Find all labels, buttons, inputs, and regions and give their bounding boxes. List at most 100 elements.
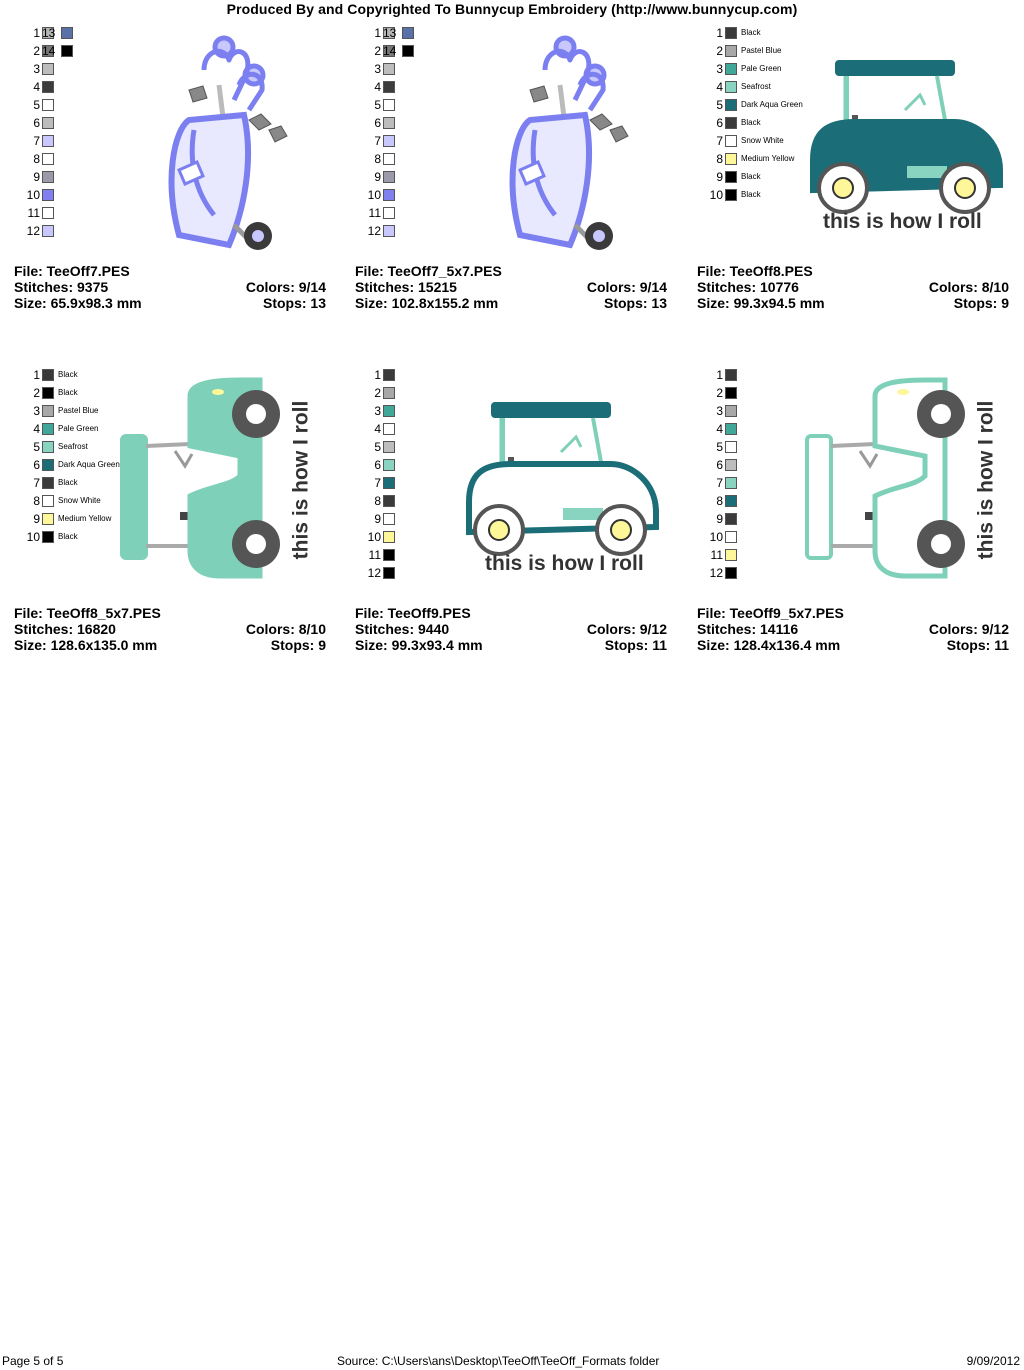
color-swatch (725, 99, 737, 111)
palette-number: 7 (716, 134, 723, 148)
color-swatch (383, 459, 395, 471)
palette-number: 1 (374, 26, 381, 40)
palette-number: 8 (33, 152, 40, 166)
palette-row: 4 (355, 422, 475, 436)
color-swatch (383, 225, 395, 237)
palette-row: 12 (14, 224, 134, 238)
palette-number: 7 (374, 134, 381, 148)
color-count: Colors: 9/12 (586, 621, 667, 637)
color-swatch (42, 153, 54, 165)
palette-row: 12 (355, 566, 475, 580)
palette-number: 8 (374, 152, 381, 166)
thread-name: Pale Green (741, 64, 782, 73)
palette-number: 9 (33, 512, 40, 526)
file-name: File: TeeOff8_5x7.PES (14, 605, 161, 621)
palette-number: 2 (716, 44, 723, 58)
palette-row: 7 (697, 476, 817, 490)
palette-number: 4 (33, 80, 40, 94)
palette-row: 10 (697, 530, 817, 544)
color-swatch (383, 477, 395, 489)
color-swatch (725, 387, 737, 399)
palette-number: 3 (716, 62, 723, 76)
palette-row: 4 (697, 422, 817, 436)
color-swatch (383, 495, 395, 507)
golf-bag-art (168, 35, 288, 250)
palette-number: 9 (33, 170, 40, 184)
design-card: 1 2 3 4 5 6 7 8 (697, 368, 1024, 698)
color-swatch (42, 405, 54, 417)
color-swatch (725, 153, 737, 165)
color-swatch (42, 459, 54, 471)
palette-row: 2 (14, 44, 134, 58)
color-swatch (725, 171, 737, 183)
color-swatch (42, 45, 54, 57)
palette-row: 10 Black (14, 530, 134, 544)
thread-name: Medium Yellow (741, 154, 795, 163)
color-swatch (383, 117, 395, 129)
golf-bag-art (509, 35, 629, 250)
golf-cart-rotated-art (120, 377, 280, 579)
palette-row: 2 Pastel Blue (697, 44, 817, 58)
palette-row: 1 (355, 368, 475, 382)
golf-cart-art (810, 60, 1003, 214)
palette-number: 2 (33, 386, 40, 400)
palette-row: 9 (355, 512, 475, 526)
palette-row: 8 (697, 494, 817, 508)
palette-row: 7 (14, 134, 134, 148)
stop-count: Stops: 11 (604, 637, 667, 653)
color-swatch (42, 135, 54, 147)
color-swatch (725, 63, 737, 75)
color-swatch (725, 45, 737, 57)
color-swatch (383, 207, 395, 219)
palette-row: 9 (697, 512, 817, 526)
palette-number: 1 (374, 368, 381, 382)
thread-name: Medium Yellow (58, 514, 112, 523)
palette-number: 7 (374, 476, 381, 490)
palette-row: 10 (14, 188, 134, 202)
palette-number: 7 (716, 476, 723, 490)
palette-number: 6 (374, 458, 381, 472)
palette-row: 3 (355, 62, 475, 76)
stop-count: Stops: 13 (262, 295, 326, 311)
palette-number: 6 (33, 458, 40, 472)
color-swatch (42, 495, 54, 507)
color-swatch (725, 441, 737, 453)
palette-row: 11 (14, 206, 134, 220)
thread-name: Black (58, 532, 78, 541)
palette-number: 10 (26, 530, 40, 544)
color-swatch (383, 405, 395, 417)
stop-count: Stops: 9 (270, 637, 326, 653)
stop-count: Stops: 9 (953, 295, 1009, 311)
palette-number: 5 (374, 440, 381, 454)
color-count: Colors: 9/14 (245, 279, 326, 295)
palette-row: 9 Medium Yellow (14, 512, 134, 526)
palette-number: 7 (33, 134, 40, 148)
palette-number: 10 (367, 188, 381, 202)
stitch-count: Stitches: 10776 (697, 279, 799, 295)
palette-row: 4 (14, 80, 134, 94)
palette-number: 6 (374, 116, 381, 130)
palette-row: 1 (14, 26, 134, 40)
color-swatch (725, 81, 737, 93)
palette-number: 4 (716, 422, 723, 436)
color-swatch (61, 45, 73, 57)
palette-number: 7 (33, 476, 40, 490)
color-swatch (383, 171, 395, 183)
color-swatch (42, 171, 54, 183)
color-swatch (383, 369, 395, 381)
palette-number: 6 (716, 458, 723, 472)
design-caption: this is how I roll (974, 400, 998, 560)
palette-number: 12 (26, 224, 40, 238)
palette-number: 4 (716, 80, 723, 94)
palette-row: 1 Black (14, 368, 134, 382)
thread-name: Dark Aqua Green (741, 100, 803, 109)
color-swatch (42, 387, 54, 399)
palette-row: 8 (14, 152, 134, 166)
palette-number: 11 (368, 548, 381, 562)
palette-row: 2 Black (14, 386, 134, 400)
color-swatch (725, 423, 737, 435)
color-swatch (725, 189, 737, 201)
color-swatch (42, 189, 54, 201)
palette-row: 10 Black (697, 188, 817, 202)
